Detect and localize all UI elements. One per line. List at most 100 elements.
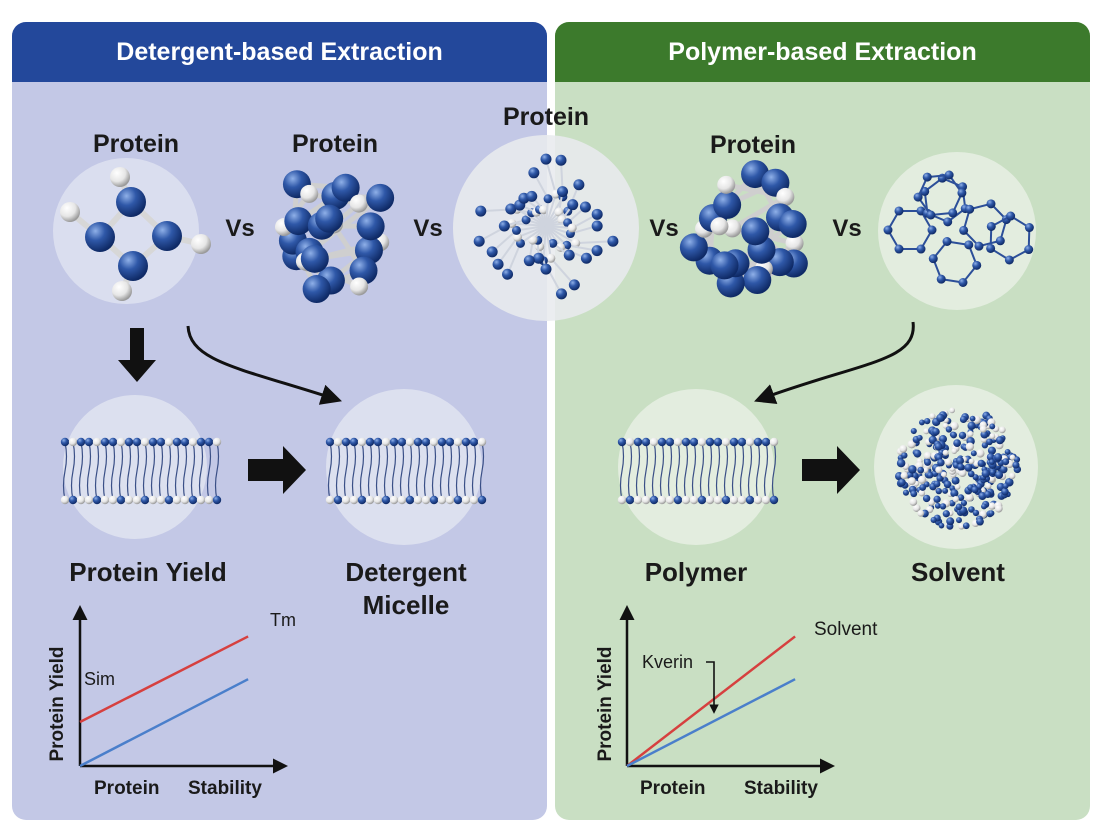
- lipid-head: [180, 437, 190, 447]
- vs-label-1: Vs: [225, 215, 255, 242]
- lipid-head: [713, 495, 723, 505]
- lipid-head: [705, 495, 715, 505]
- lipid-head: [737, 495, 747, 505]
- solvent-particle: [1002, 458, 1010, 466]
- right-arrow-right: [802, 446, 860, 494]
- atom-white: [717, 175, 736, 194]
- lipid-head: [132, 495, 142, 505]
- polymer-node: [964, 240, 974, 250]
- solvent-particle: [962, 522, 970, 530]
- atom-blue: [555, 288, 567, 300]
- solvent-particle: [968, 458, 975, 465]
- chart-left-ylabel: Protein Yield: [47, 646, 68, 762]
- solvent-particle: [995, 436, 1004, 445]
- lipid-head: [212, 495, 222, 505]
- solvent-particle: [1008, 472, 1016, 480]
- atom: [548, 238, 558, 248]
- lipid-head: [657, 495, 667, 505]
- solvent-particle: [976, 449, 985, 458]
- atom-blue: [568, 279, 580, 291]
- solvent-particle: [910, 427, 917, 435]
- solvent-particle: [981, 442, 989, 449]
- solvent-particle: [1002, 482, 1009, 489]
- lipid-head: [625, 437, 635, 447]
- lipid-head: [745, 437, 755, 447]
- membrane-detergent-micelle: [325, 437, 487, 505]
- solvent-particle: [913, 449, 922, 458]
- lipid-head: [365, 495, 375, 505]
- chart-left-xlabel-stability: Stability: [188, 778, 262, 799]
- annotation-tm: Tm: [270, 610, 296, 630]
- atom-blue: [349, 256, 378, 285]
- chart-left-xlabel-protein: Protein: [94, 778, 160, 799]
- kverin-pointer: [706, 661, 719, 714]
- lipid-head: [689, 437, 699, 447]
- chart-right-ylabel: Protein Yield: [595, 646, 616, 762]
- lipid-head: [196, 437, 206, 447]
- atom-blue: [573, 179, 585, 191]
- solvent-particle: [988, 502, 996, 510]
- solvent-particle: [942, 487, 949, 494]
- atom-white: [350, 277, 369, 296]
- polymer-node: [944, 170, 954, 180]
- atom-blue: [555, 154, 567, 166]
- lipid-head: [172, 437, 182, 447]
- polymer-node: [986, 243, 996, 253]
- lipid-head: [397, 495, 407, 505]
- solvent-particle: [957, 463, 965, 471]
- solvent-particle: [942, 449, 949, 456]
- solvent-particle: [965, 493, 974, 502]
- annotation-solvent: Solvent: [814, 619, 878, 640]
- lipid-head: [333, 437, 343, 447]
- lipid-head: [721, 437, 731, 447]
- lipid-head: [657, 437, 667, 447]
- atom: [521, 215, 531, 225]
- polymer-node: [936, 274, 946, 284]
- atom-blue: [473, 235, 485, 247]
- solvent-particle: [999, 465, 1008, 474]
- lipid-head: [341, 495, 351, 505]
- lipid-head: [76, 495, 86, 505]
- lipid-head: [373, 495, 383, 505]
- detergent-panel-header: Detergent-based Extraction: [12, 22, 547, 82]
- atom-white: [785, 234, 804, 253]
- atom-blue: [563, 249, 575, 261]
- lipid-head: [172, 495, 182, 505]
- solvent-particle: [917, 510, 925, 517]
- solvent-particle: [917, 466, 925, 474]
- solvent-particle: [938, 522, 945, 529]
- solvent-particle: [964, 463, 973, 472]
- lipid-head: [713, 437, 723, 447]
- lipid-head: [477, 437, 487, 447]
- atom-blue: [591, 245, 603, 257]
- polymer-node: [926, 210, 936, 220]
- lipid-head: [413, 437, 423, 447]
- atom-blue: [540, 153, 552, 165]
- label-protein-3: Protein: [709, 131, 797, 159]
- solvent-particle: [965, 442, 975, 451]
- lipid-head: [84, 495, 94, 505]
- lipid-head: [641, 437, 651, 447]
- polymer-node: [922, 172, 932, 182]
- solvent-particle: [912, 504, 921, 512]
- solvent-particle: [907, 477, 916, 486]
- solvent-particle: [908, 465, 917, 474]
- atom: [511, 225, 521, 235]
- solvent-particle: [968, 506, 975, 513]
- solvent-particle: [919, 484, 927, 491]
- polymer-node: [894, 244, 904, 254]
- lipid-head: [769, 495, 779, 505]
- solvent-particle: [924, 417, 931, 425]
- polymer-node: [986, 199, 996, 209]
- chart-right-xlabel-protein: Protein: [640, 778, 706, 799]
- solvent-particle: [976, 517, 984, 526]
- label-solvent: Solvent: [911, 557, 1005, 587]
- lipid-head: [349, 437, 359, 447]
- chart-right-xlabel-stability: Stability: [744, 778, 818, 799]
- atom-blue: [778, 210, 807, 239]
- solvent-particle: [899, 444, 908, 453]
- solvent-particle: [967, 470, 975, 478]
- atom-blue: [567, 199, 579, 211]
- atom-blue: [284, 207, 313, 236]
- label-protein-1: Protein: [92, 130, 180, 158]
